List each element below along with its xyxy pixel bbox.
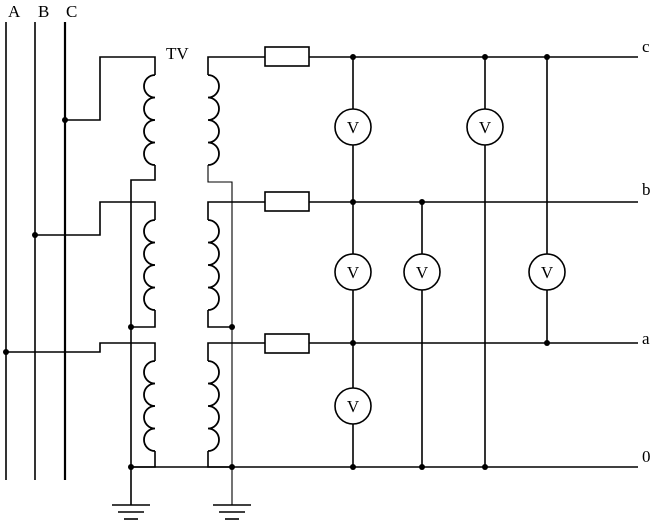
phase-label-b: B bbox=[38, 2, 49, 21]
primary-coils bbox=[143, 74, 156, 452]
primary-coil-bot bbox=[143, 360, 156, 452]
junction-dot bbox=[350, 199, 356, 205]
junction-dot bbox=[62, 117, 68, 123]
junction-dot bbox=[482, 464, 488, 470]
ground-symbol-primary bbox=[112, 504, 150, 520]
junction-dots bbox=[3, 54, 550, 470]
voltmeter-label: V bbox=[479, 118, 492, 137]
junction-dot bbox=[32, 232, 38, 238]
junction-dot bbox=[229, 464, 235, 470]
junction-dot bbox=[419, 199, 425, 205]
junction-dot bbox=[544, 54, 550, 60]
primary-tail-bot bbox=[131, 451, 156, 468]
output-lines bbox=[131, 56, 638, 468]
junction-dot bbox=[128, 324, 134, 330]
primary-wiring bbox=[6, 56, 156, 505]
phase-label-a: A bbox=[8, 2, 21, 21]
primary-tail-mid bbox=[131, 310, 156, 328]
primary-coil-top bbox=[143, 74, 156, 166]
secondary-tail-top bbox=[207, 165, 233, 327]
junction-dot bbox=[229, 324, 235, 330]
junction-dot bbox=[419, 464, 425, 470]
voltmeter-ca: V bbox=[528, 253, 566, 291]
junction-dot bbox=[544, 340, 550, 346]
voltmeter-b0: V bbox=[403, 253, 441, 291]
junction-dot bbox=[3, 349, 9, 355]
output-label-a: a bbox=[642, 329, 650, 348]
ground-symbol-secondary bbox=[213, 504, 251, 520]
junction-dot bbox=[128, 464, 134, 470]
transformer-label: TV bbox=[166, 44, 189, 63]
primary-coil-mid bbox=[143, 219, 156, 311]
fuses bbox=[264, 46, 310, 354]
primary-wire-b bbox=[35, 201, 156, 236]
primary-wire-c bbox=[65, 56, 156, 121]
secondary-tail-bot bbox=[207, 451, 232, 468]
voltmeter-cb: V bbox=[334, 108, 372, 146]
secondary-coils bbox=[207, 74, 220, 452]
voltmeter-label: V bbox=[416, 263, 429, 282]
phase-label-c: C bbox=[66, 2, 77, 21]
phase-buses bbox=[5, 22, 67, 480]
secondary-coil-mid bbox=[207, 219, 220, 311]
fuse-c bbox=[264, 46, 310, 67]
secondary-lead-bot bbox=[207, 342, 265, 361]
voltmeter-label: V bbox=[541, 263, 554, 282]
junction-dot bbox=[350, 464, 356, 470]
secondary-lead-top bbox=[207, 56, 265, 75]
secondary-coil-top bbox=[207, 74, 220, 166]
primary-tail-top bbox=[130, 165, 156, 327]
voltmeter-label: V bbox=[347, 118, 360, 137]
output-label-b: b bbox=[642, 180, 651, 199]
output-label-0: 0 bbox=[642, 447, 651, 466]
secondary-tail-mid bbox=[207, 310, 232, 328]
fuse-b bbox=[264, 191, 310, 212]
voltmeter-label: V bbox=[347, 397, 360, 416]
meter-wiring bbox=[352, 57, 548, 467]
voltmeter-label: V bbox=[347, 263, 360, 282]
secondary-coil-bot bbox=[207, 360, 220, 452]
junction-dot bbox=[350, 54, 356, 60]
voltmeter-ba: V bbox=[334, 253, 372, 291]
fuse-a bbox=[264, 333, 310, 354]
primary-wire-a bbox=[6, 342, 156, 361]
voltmeter-a0: V bbox=[334, 387, 372, 425]
output-label-c: c bbox=[642, 37, 650, 56]
junction-dot bbox=[350, 340, 356, 346]
voltmeter-c0: V bbox=[466, 108, 504, 146]
secondary-lead-mid bbox=[207, 201, 265, 220]
junction-dot bbox=[482, 54, 488, 60]
